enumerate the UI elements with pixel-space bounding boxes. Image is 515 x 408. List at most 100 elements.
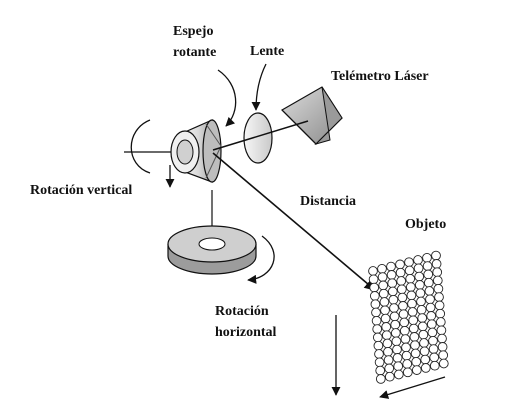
object-dot bbox=[438, 350, 449, 361]
object-dot bbox=[433, 283, 444, 294]
object-dot bbox=[411, 365, 422, 375]
object-dot bbox=[431, 250, 441, 261]
object-dot bbox=[432, 267, 443, 278]
horizontal-rotation-label-line2: horizontal bbox=[215, 325, 277, 340]
object-dot bbox=[393, 361, 404, 372]
object-dot bbox=[413, 263, 424, 274]
object-dot bbox=[375, 374, 386, 384]
object-dot bbox=[402, 359, 413, 369]
laser-label: Telémetro Láser bbox=[331, 69, 429, 84]
object-dot bbox=[422, 261, 433, 271]
mirror-label-line1: Espejo bbox=[173, 24, 213, 39]
object-dot bbox=[437, 333, 447, 344]
lens-label: Lente bbox=[250, 44, 284, 59]
horizontal-rotation-label-line1: Rotación bbox=[215, 304, 269, 319]
object-dot bbox=[373, 340, 384, 351]
object-grid bbox=[368, 250, 449, 384]
object-dot bbox=[411, 356, 422, 367]
object-dot bbox=[404, 257, 414, 268]
object-dot bbox=[391, 336, 402, 347]
object-dot bbox=[428, 344, 439, 354]
object-dot bbox=[425, 302, 436, 313]
object-dot bbox=[387, 286, 398, 297]
lens-pointer-arrow bbox=[251, 63, 267, 111]
object-dot bbox=[396, 276, 407, 286]
object-dot bbox=[434, 292, 444, 302]
object-dot bbox=[395, 267, 406, 278]
object-dot bbox=[416, 296, 426, 307]
lens bbox=[243, 112, 273, 164]
object-dot bbox=[398, 309, 409, 320]
object-dot bbox=[386, 270, 397, 280]
object-dot bbox=[392, 353, 403, 363]
object-dot bbox=[422, 252, 432, 263]
distance-arrow bbox=[212, 152, 376, 291]
object-dot bbox=[371, 307, 381, 318]
object-dot bbox=[383, 355, 394, 365]
object-dot bbox=[417, 321, 428, 332]
object-dot bbox=[405, 282, 416, 292]
object-dot bbox=[409, 332, 420, 342]
object-dot bbox=[384, 371, 395, 382]
object-dot bbox=[368, 274, 379, 285]
object-dot bbox=[427, 327, 438, 338]
object-dot bbox=[402, 367, 413, 378]
object-dot bbox=[438, 358, 449, 369]
object-dot bbox=[405, 273, 416, 284]
object-horizontal-arrow bbox=[379, 376, 446, 399]
object-dot bbox=[435, 308, 446, 319]
object-dot bbox=[419, 338, 429, 348]
object-dot bbox=[372, 324, 383, 334]
object-dot bbox=[406, 290, 417, 301]
object-dot bbox=[414, 280, 425, 290]
object-dot bbox=[397, 292, 408, 303]
object-dot bbox=[372, 332, 383, 343]
object-dot bbox=[408, 315, 419, 326]
object-dot bbox=[407, 307, 418, 317]
object-dot bbox=[377, 263, 387, 274]
object-dot bbox=[431, 259, 442, 269]
rotating-mirror bbox=[170, 119, 222, 183]
object-dot bbox=[419, 346, 430, 357]
object-dot bbox=[425, 294, 435, 305]
object-dot bbox=[378, 288, 389, 299]
object-dot bbox=[374, 357, 385, 368]
object-dot bbox=[399, 317, 410, 328]
object-dot bbox=[434, 300, 445, 311]
object-dot bbox=[386, 261, 396, 272]
object-dot bbox=[388, 294, 399, 305]
vertical-rotation-arc bbox=[130, 119, 151, 174]
object-dot bbox=[396, 284, 407, 295]
object-dot bbox=[432, 275, 443, 286]
object-dot bbox=[389, 311, 400, 322]
object-dot bbox=[383, 346, 393, 357]
object-dot bbox=[429, 360, 440, 371]
mirror-rotation-arrow bbox=[217, 69, 237, 127]
object-dot bbox=[407, 298, 417, 309]
object-dot bbox=[424, 286, 435, 296]
object-dot bbox=[401, 342, 411, 353]
object-dot bbox=[400, 334, 411, 344]
object-dot bbox=[423, 269, 434, 280]
object-dot bbox=[380, 305, 390, 316]
vertical-rotation-label: Rotación vertical bbox=[30, 183, 132, 198]
object-dot bbox=[399, 325, 410, 336]
object-dot bbox=[426, 319, 437, 330]
object-dot bbox=[369, 291, 380, 301]
object-dot bbox=[374, 349, 384, 359]
object-dot bbox=[410, 340, 420, 351]
object-dot bbox=[437, 342, 448, 352]
object-dot bbox=[382, 338, 393, 349]
distance-label: Distancia bbox=[300, 194, 356, 209]
object-dot bbox=[417, 313, 428, 323]
object-dot bbox=[395, 259, 405, 270]
object-dot bbox=[408, 323, 419, 334]
object-dot bbox=[420, 354, 431, 365]
object-dot bbox=[416, 304, 427, 315]
object-dot bbox=[381, 330, 392, 341]
object-dot bbox=[392, 344, 402, 355]
object-dot bbox=[377, 272, 388, 282]
object-dot bbox=[401, 350, 412, 361]
